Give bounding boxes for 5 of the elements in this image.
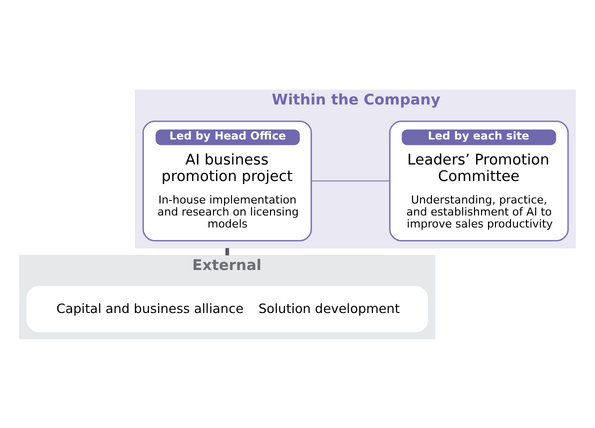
connector — [225, 248, 230, 255]
node-box: Led by Head Office AI business promotion project In-house implementation and research on licensing models — [142, 120, 312, 241]
connector — [310, 180, 390, 181]
node-box: Led by each site Leaders’ Promotion Committee Understanding, practice, and establishment of AI to improve sales productivity — [389, 120, 569, 241]
node-box: Capital and business alliance Solution development — [26, 286, 428, 332]
